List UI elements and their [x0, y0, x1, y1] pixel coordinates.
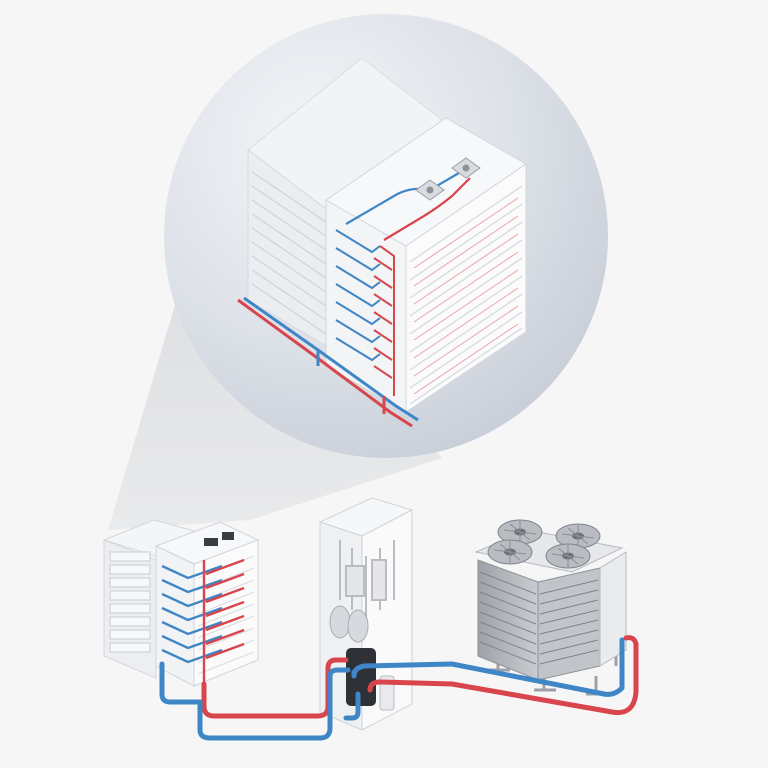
- hot-pipe: [201, 657, 349, 719]
- battery-rack-fitting: [204, 538, 218, 546]
- cooling-unit: [318, 497, 414, 731]
- detail-hot-lines: [413, 197, 519, 395]
- cold-pipe: [343, 691, 361, 721]
- compressor: [329, 605, 369, 643]
- battery-rack-cold-loops: [161, 564, 223, 664]
- fan-icon: [487, 539, 533, 565]
- coil-fins: [479, 571, 599, 665]
- detail-fitting-2: [451, 157, 481, 179]
- coil-right: [537, 567, 601, 681]
- pump-unit: [346, 648, 376, 706]
- battery-rack-hot-loops: [202, 558, 245, 686]
- battery-rack: [102, 519, 260, 687]
- detail-top-hot-pipe: [383, 177, 471, 241]
- cold-pipe: [159, 661, 351, 741]
- detail-cold-loops: [335, 229, 381, 362]
- battery-rack-fitting: [222, 532, 234, 540]
- detail-battery-rack: [237, 57, 527, 428]
- dry-cooler: [474, 519, 627, 696]
- cold-pipe: [351, 637, 625, 697]
- detail-floor-pipes: [237, 296, 419, 428]
- detail-fitting-1: [415, 179, 445, 201]
- detail-hot-loops: [373, 245, 395, 396]
- cooling-unit-internals: [339, 540, 395, 620]
- fan-icon: [545, 543, 591, 569]
- fan-icon: [555, 523, 601, 549]
- detail-back-shelves: [251, 171, 327, 335]
- hot-pipe: [367, 635, 639, 716]
- detail-front-shelves: [409, 185, 523, 405]
- coil-left: [477, 559, 539, 681]
